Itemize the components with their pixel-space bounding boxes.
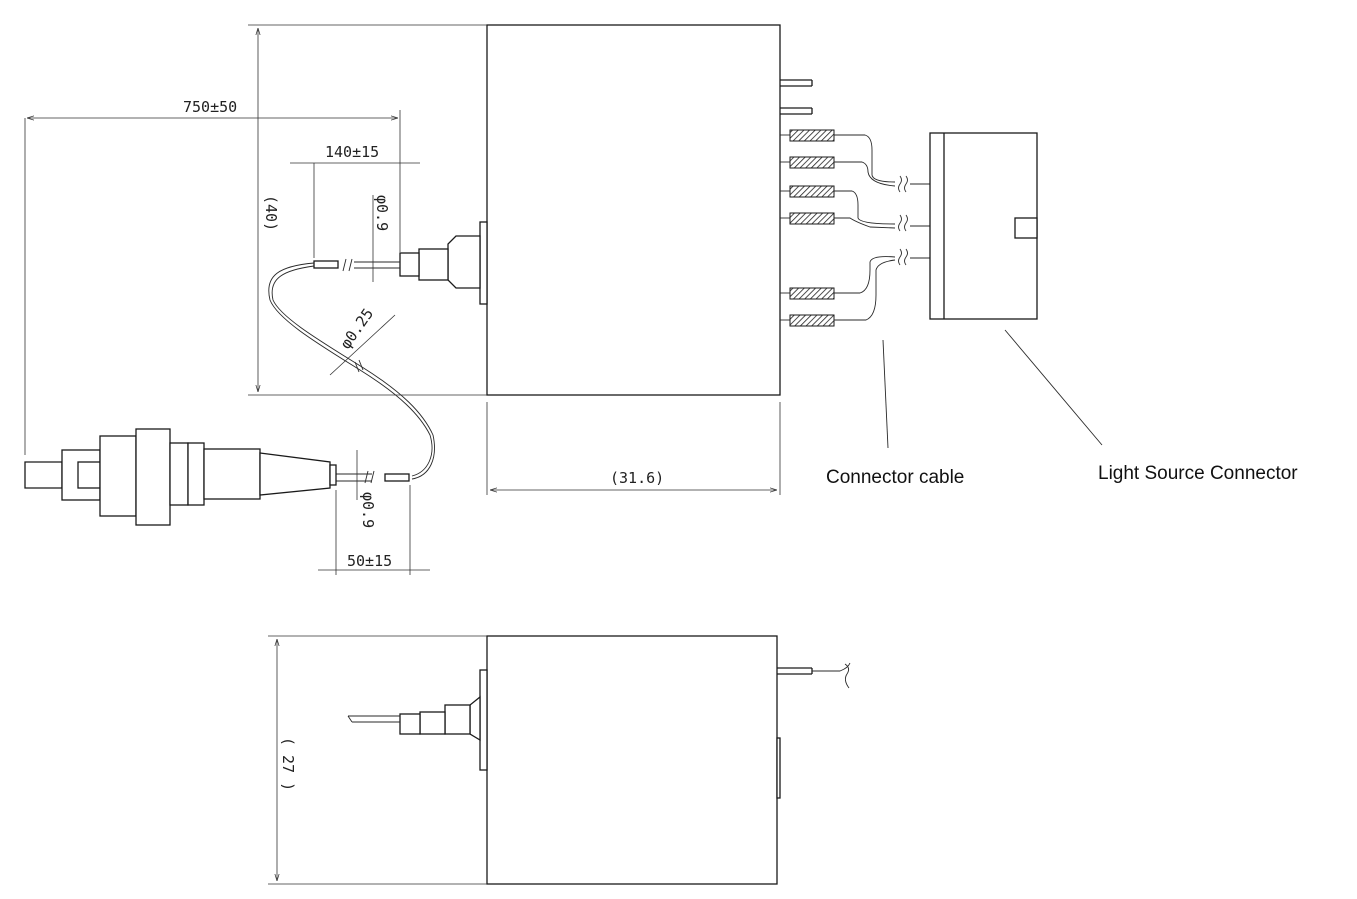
dim-height-side: ( 27 ) — [279, 737, 297, 791]
light-source-connector-shape — [929, 132, 1038, 320]
module-body-side — [486, 635, 778, 885]
dim-height-top: (40) — [262, 195, 280, 231]
module-body-top — [486, 24, 781, 396]
mounting-pins — [780, 79, 813, 115]
dim-dia-top: φ0.9 — [373, 195, 391, 231]
dim-width-top: (31.6) — [610, 469, 664, 487]
dim-pigtail-bottom: 50±15 — [347, 552, 392, 570]
side-view: ( 27 ) — [268, 635, 851, 885]
electrical-leads — [780, 129, 930, 327]
dim-dia-fiber: φ0.25 — [337, 305, 378, 352]
dim-cable-length: 750±50 — [183, 98, 237, 116]
top-view: 750±50 140±15 (40) (31.6) φ0.9 φ0.25 φ0.… — [24, 24, 1298, 575]
label-light-source-connector: Light Source Connector — [1098, 463, 1298, 484]
label-connector-cable: Connector cable — [826, 467, 964, 488]
dimension-lines — [24, 24, 781, 575]
dim-dia-bottom: φ0.9 — [359, 492, 377, 528]
dim-pigtail-top: 140±15 — [325, 143, 379, 161]
optical-port — [399, 221, 488, 305]
fiber-pigtail — [268, 258, 435, 484]
fiber-connector — [24, 428, 337, 526]
